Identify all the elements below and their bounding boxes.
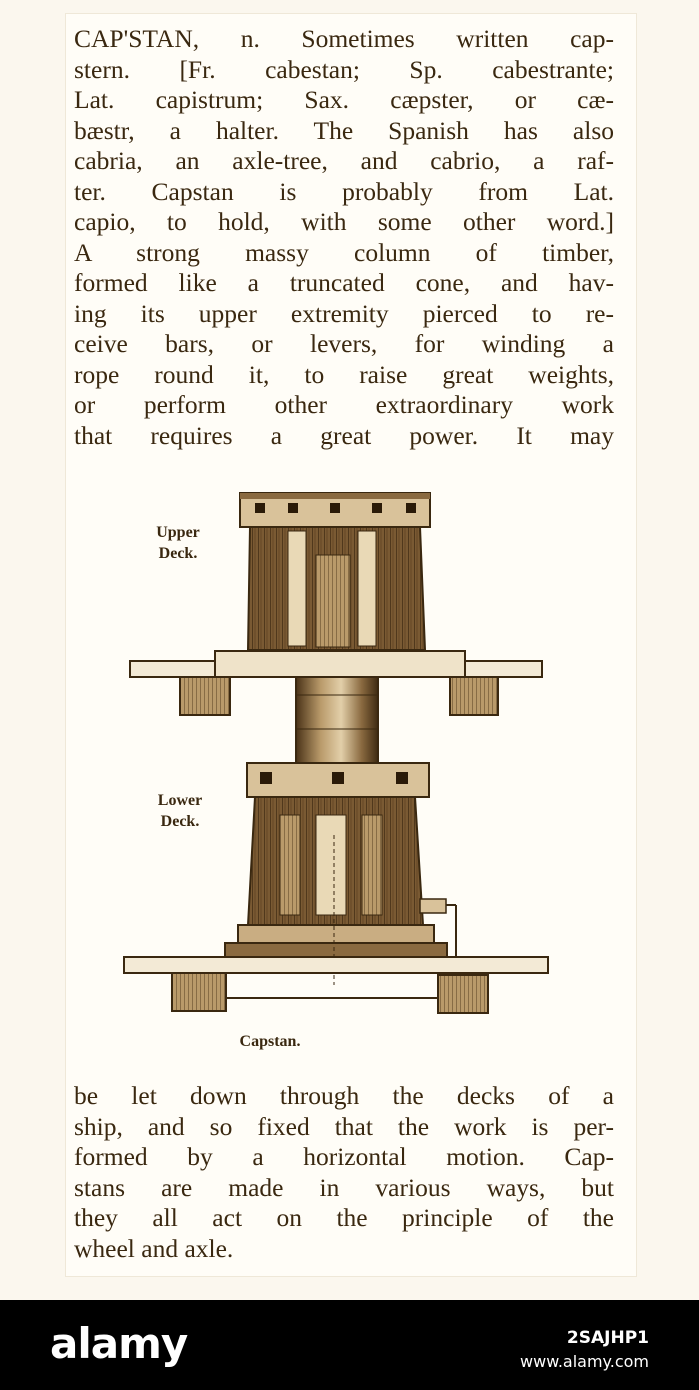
capstan-illustration: [123, 492, 549, 1014]
text-line: capio, to hold, with some other word.]: [74, 207, 614, 236]
text-line: stern. [Fr. cabestan; Sp. cabestrante;: [74, 54, 614, 84]
text-line: wheel and axle.: [74, 1233, 234, 1263]
upper-deck-label: Upper Deck.: [128, 522, 228, 564]
text-line: ing its upper extremity pierced to re-: [74, 298, 614, 328]
site-url: www.alamy.com: [520, 1352, 649, 1371]
lower-drumhead: [246, 762, 430, 798]
text-line: bæstr, a halter. The Spanish has also: [74, 115, 614, 145]
text-line: cabria, an axle-tree, and cabrio, a raf-: [74, 146, 614, 175]
figure-caption: Capstan.: [239, 1033, 301, 1050]
upper-deck-label-line2: Deck.: [158, 545, 198, 562]
text-line: be let down through the decks of a: [74, 1081, 614, 1110]
text-line: CAP'STAN, n. Sometimes written cap-: [74, 24, 614, 53]
text-line: Lat. capistrum; Sax. cæpster, or cæ-: [74, 85, 614, 114]
text-line: A strong massy column of timber,: [74, 237, 614, 267]
text-line: or perform other extraordinary work: [74, 390, 614, 419]
lower-deck-label-line2: Deck.: [160, 813, 200, 830]
upper-barrel: [246, 526, 427, 651]
text-line: ship, and so fixed that the work is per-: [74, 1111, 614, 1141]
upper-deck-label-line1: Upper: [156, 524, 200, 541]
lower-deck-beam: [123, 956, 549, 1014]
lower-deck-label-line1: Lower: [157, 792, 203, 809]
entry-text-bottom: be let down through the decks of a ship,…: [74, 1081, 614, 1264]
capstan-spindle: [295, 676, 379, 766]
entry-text-top: CAP'STAN, n. Sometimes written cap- ster…: [74, 24, 614, 451]
text-line: ceive bars, or levers, for winding a: [74, 329, 614, 358]
lower-barrel: [224, 796, 457, 985]
image-id: 2SAJHP1: [566, 1328, 649, 1348]
upper-drumhead: [239, 492, 431, 528]
text-line: ter. Capstan is probably from Lat.: [74, 176, 614, 206]
text-line: they all act on the principle of the: [74, 1203, 614, 1232]
text-line: formed by a horizontal motion. Cap-: [74, 1142, 614, 1171]
text-line: rope round it, to raise great weights,: [74, 359, 614, 389]
text-line: stans are made in various ways, but: [74, 1172, 614, 1202]
text-line: formed like a truncated cone, and hav-: [74, 268, 614, 297]
watermark-bar: [0, 1300, 699, 1390]
page-background: CAP'STAN, n. Sometimes written cap- ster…: [0, 0, 699, 1300]
brand-logo: alamy: [50, 1319, 188, 1368]
lower-deck-label: Lower Deck.: [130, 790, 230, 832]
text-line: that requires a great power. It may: [74, 420, 614, 450]
dictionary-clipping: CAP'STAN, n. Sometimes written cap- ster…: [66, 14, 636, 1276]
upper-deck-beam: [129, 650, 543, 716]
